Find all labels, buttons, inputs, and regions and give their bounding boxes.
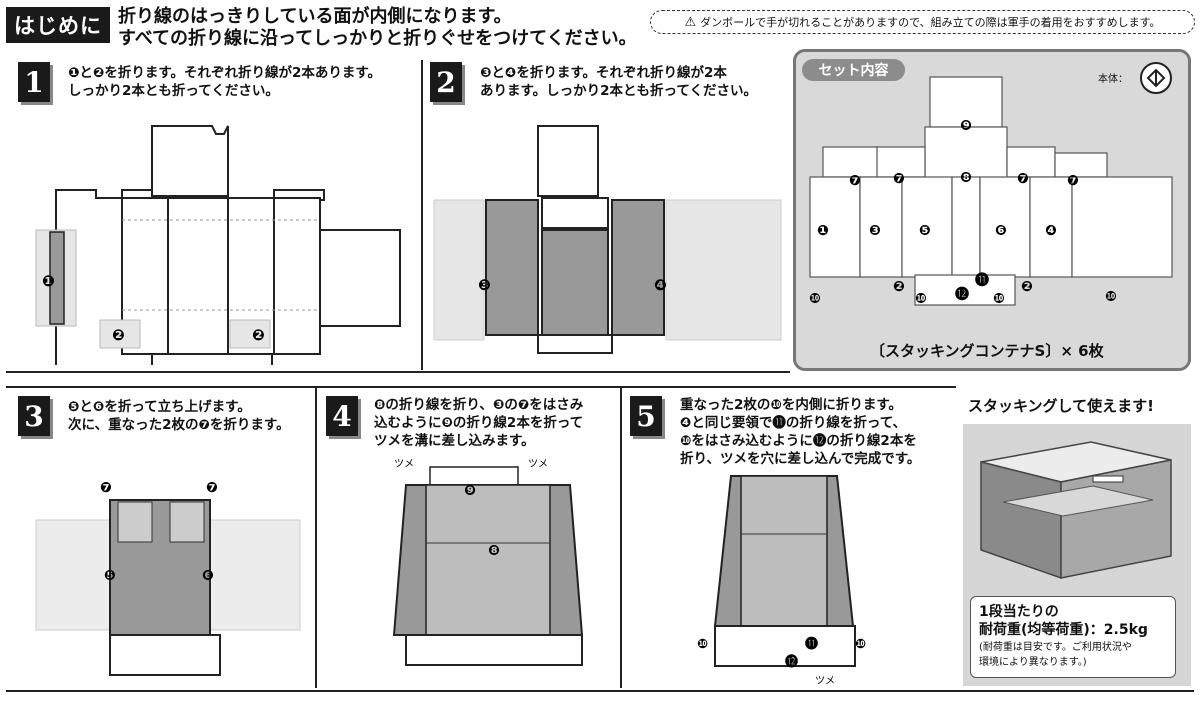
set-mark-7b: ❼ [893,171,905,187]
set-mark-7a: ❼ [849,173,861,189]
step-2-diagram: ❸ ❹ [433,125,782,354]
step-4-line-1: ❽の折り線を折り、❸の❼をはさみ [374,397,584,413]
step-4-mark-8: ❽ [488,543,500,559]
step-1-number: 1 [18,62,50,102]
step-4-mark-9: ❾ [464,483,476,499]
step-1-line-1: ❶と❷を折ります。それぞれ折り線が2本あります。 [68,65,382,81]
set-content-footer: 〔スタッキングコンテナS〕× 6枚 [870,342,1104,360]
set-mark-1: ❶ [817,223,829,239]
divider-bottom [6,690,1194,692]
set-mark-8: ❽ [960,170,972,186]
step-5-mark-12: ⓬ [785,654,798,670]
step-3-mark-7b: ❼ [206,480,218,496]
set-mark-6: ❻ [995,223,1007,239]
step-2-mark-4: ❹ [654,276,667,294]
intro-text: 折り線のはっきりしている面が内側になります。 すべての折り線に沿ってしっかりと折… [118,6,637,50]
set-mark-5: ❺ [919,223,931,239]
step-2-text: ❸と❹を折ります。それぞれ折り線が2本 あります。しっかり2本とも折ってください… [480,64,757,100]
step-5-tsume: ツメ [815,676,835,687]
warning-icon: ⚠ [684,14,697,30]
intro-badge: はじめに [6,7,110,43]
divider-v3 [620,386,622,688]
step-4-line-3: ツメを溝に差し込みます。 [374,433,535,449]
stacked-box-image [980,441,1172,580]
set-mark-10a: ❿ [809,291,821,307]
step-3-line-2: 次に、重なった2枚の❼を折ります。 [68,417,290,433]
set-mark-10c: ❿ [993,291,1005,307]
step-5-line-2: ❹と同じ要領で⓫の折り線を折って、 [680,415,907,431]
step-5-text: 重なった2枚の❿を内側に折ります。 ❹と同じ要領で⓫の折り線を折って、 ❿をはさ… [680,396,920,468]
set-mark-10d: ❿ [1105,289,1117,305]
step-5-line-1: 重なった2枚の❿を内側に折ります。 [680,397,902,413]
step-5-mark-11: ⓫ [805,636,818,652]
step-5-line-3: ❿をはさみ込むように⓬の折り線2本を [680,433,917,449]
step-5-mark-10b: ❿ [855,637,866,652]
step-4-number: 4 [326,396,358,436]
step-1-mark-2a: ❷ [112,326,125,344]
body-label: 本体： [1098,74,1128,85]
step-1-line-2: しっかり2本とも折ってください。 [68,83,279,99]
step-3-mark-7a: ❼ [100,480,112,496]
intro-line-1: 折り線のはっきりしている面が内側になります。 [118,6,512,27]
divider-h1 [6,371,790,373]
set-mark-2a: ❷ [893,279,905,295]
step-2-line-2: あります。しっかり2本とも折ってください。 [480,83,757,99]
recycle-icon [1140,62,1172,94]
step-5-mark-10a: ❿ [697,637,708,652]
load-line-2: 耐荷重(均等荷重)：2.5kg [979,622,1148,638]
step-1-text: ❶と❷を折ります。それぞれ折り線が2本あります。 しっかり2本とも折ってください… [68,64,381,100]
set-mark-11: ⓫ [975,272,989,289]
divider-h2 [6,386,956,388]
set-mark-10b: ❿ [915,291,927,307]
load-note-2: 環境により異なります。) [979,657,1087,668]
load-line-1: 1段当たりの [979,604,1059,620]
step-1-diagram: ❶ ❷ ❷ [35,125,401,365]
set-mark-3: ❸ [869,223,881,239]
load-capacity-box: 1段当たりの 耐荷重(均等荷重)：2.5kg (耐荷重は目安です。ご利用状況や … [970,596,1176,678]
step-5-line-4: 折り、ツメを穴に差し込んで完成です。 [680,451,921,467]
step-4-text: ❽の折り線を折り、❸の❼をはさみ 込むように❾の折り線2本を折って ツメを溝に差… [374,396,583,450]
step-2-number: 2 [430,62,462,102]
step-5-number: 5 [630,396,662,436]
step-3-mark-5: ❺ [104,568,116,584]
set-mark-12: ⓬ [955,286,969,303]
load-note-1: (耐荷重は目安です。ご利用状況や [979,642,1132,653]
step-2-mark-3: ❸ [478,276,491,294]
step-2-line-1: ❸と❹を折ります。それぞれ折り線が2本 [480,65,727,81]
warning-text: ダンボールで手が切れることがありますので、組み立ての際は軍手の着用をおすすめしま… [700,16,1161,29]
set-mark-7d: ❼ [1067,173,1079,189]
step-3-mark-6: ❻ [202,568,214,584]
divider-v2 [315,386,317,688]
step-5-diagram: ❿ ❿ ⓫ ⓬ ツメ [697,475,866,687]
step-1-mark-1: ❶ [42,272,55,290]
set-mark-9: ❾ [960,118,972,134]
step-1-mark-2b: ❷ [252,326,265,344]
step-3-number: 3 [18,396,50,436]
step-4-line-2: 込むように❾の折り線2本を折って [374,415,584,431]
stacking-title: スタッキングして使えます! [968,397,1154,415]
step-4-diagram: ツメ ツメ ❾ ❽ [392,459,584,666]
set-blank-diagram: ❾ ❽ ❼ ❼ ❼ ❼ ❶ ❸ ❺ ❻ ❹ ❷ ❷ ❿ ❿ ❿ ❿ ⓫ ⓬ [809,76,1173,307]
safety-warning: ⚠ ダンボールで手が切れることがありますので、組み立ての際は軍手の着用をおすすめ… [650,10,1195,34]
set-content-title: セット内容 [802,59,905,81]
step-3-text: ❺と❻を折って立ち上げます。 次に、重なった2枚の❼を折ります。 [68,398,290,434]
step-4-tsume-left: ツメ [394,459,414,470]
step-3-line-1: ❺と❻を折って立ち上げます。 [68,399,251,415]
step-3-diagram: ❼ ❼ ❺ ❻ [35,480,301,676]
set-mark-7c: ❼ [1017,171,1029,187]
intro-line-2: すべての折り線に沿ってしっかりと折りぐせをつけてください。 [118,28,637,49]
step-4-tsume-right: ツメ [528,459,548,470]
divider-v1 [421,60,423,370]
set-mark-2b: ❷ [1021,279,1033,295]
set-mark-4: ❹ [1045,223,1057,239]
